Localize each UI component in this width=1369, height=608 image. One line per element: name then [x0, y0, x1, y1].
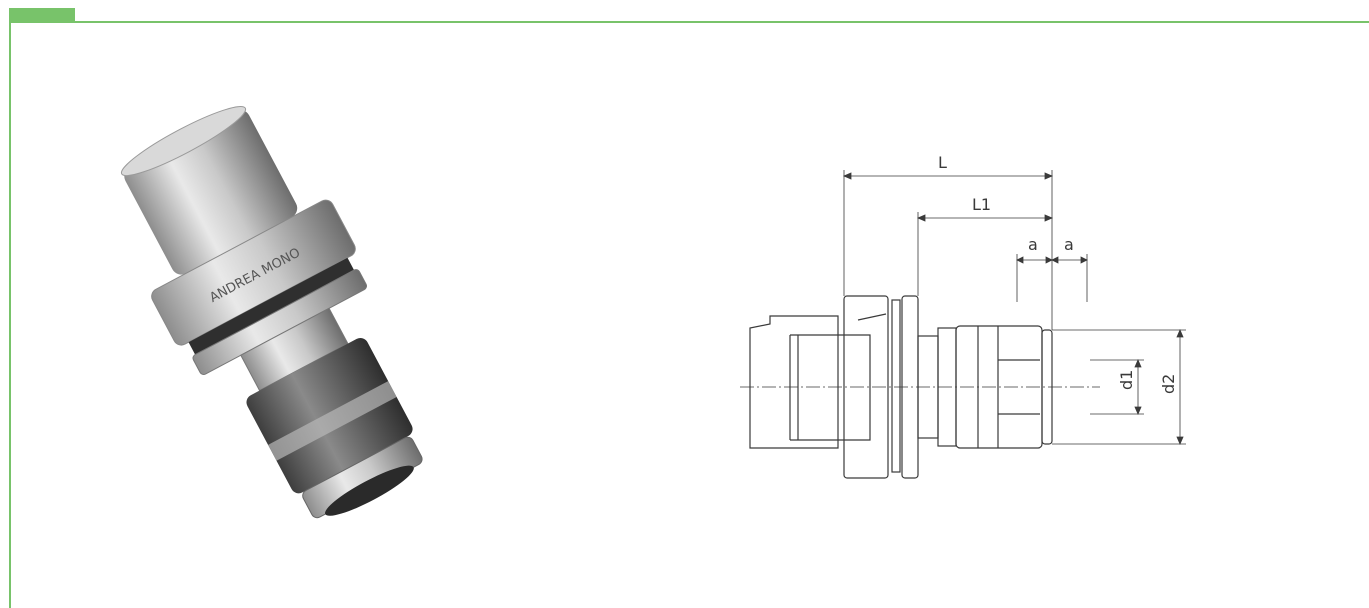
dim-L1-lines: [916, 212, 1054, 296]
dim-L-label: L: [938, 153, 947, 172]
dimension-diagram: L L1 a a d1 d2: [740, 153, 1186, 479]
header-tab-accent: [9, 8, 75, 23]
dim-a-right-label: a: [1064, 235, 1074, 254]
dim-d-lines: [1052, 328, 1186, 446]
tool-holder-photo-icon: ANDREA MONO: [120, 106, 423, 519]
dim-a-lines: [1016, 254, 1088, 302]
product-photo: ANDREA MONO: [90, 90, 490, 550]
technical-drawing: L L1 a a d1 d2: [740, 150, 1210, 485]
frame-top-border: [9, 21, 1369, 23]
frame-left-border: [9, 21, 11, 608]
dim-d2-label: d2: [1159, 374, 1178, 394]
dim-L1-label: L1: [972, 195, 991, 214]
dim-d1-label: d1: [1117, 370, 1136, 390]
dim-L-lines: [842, 170, 1054, 330]
dim-a-left-label: a: [1028, 235, 1038, 254]
